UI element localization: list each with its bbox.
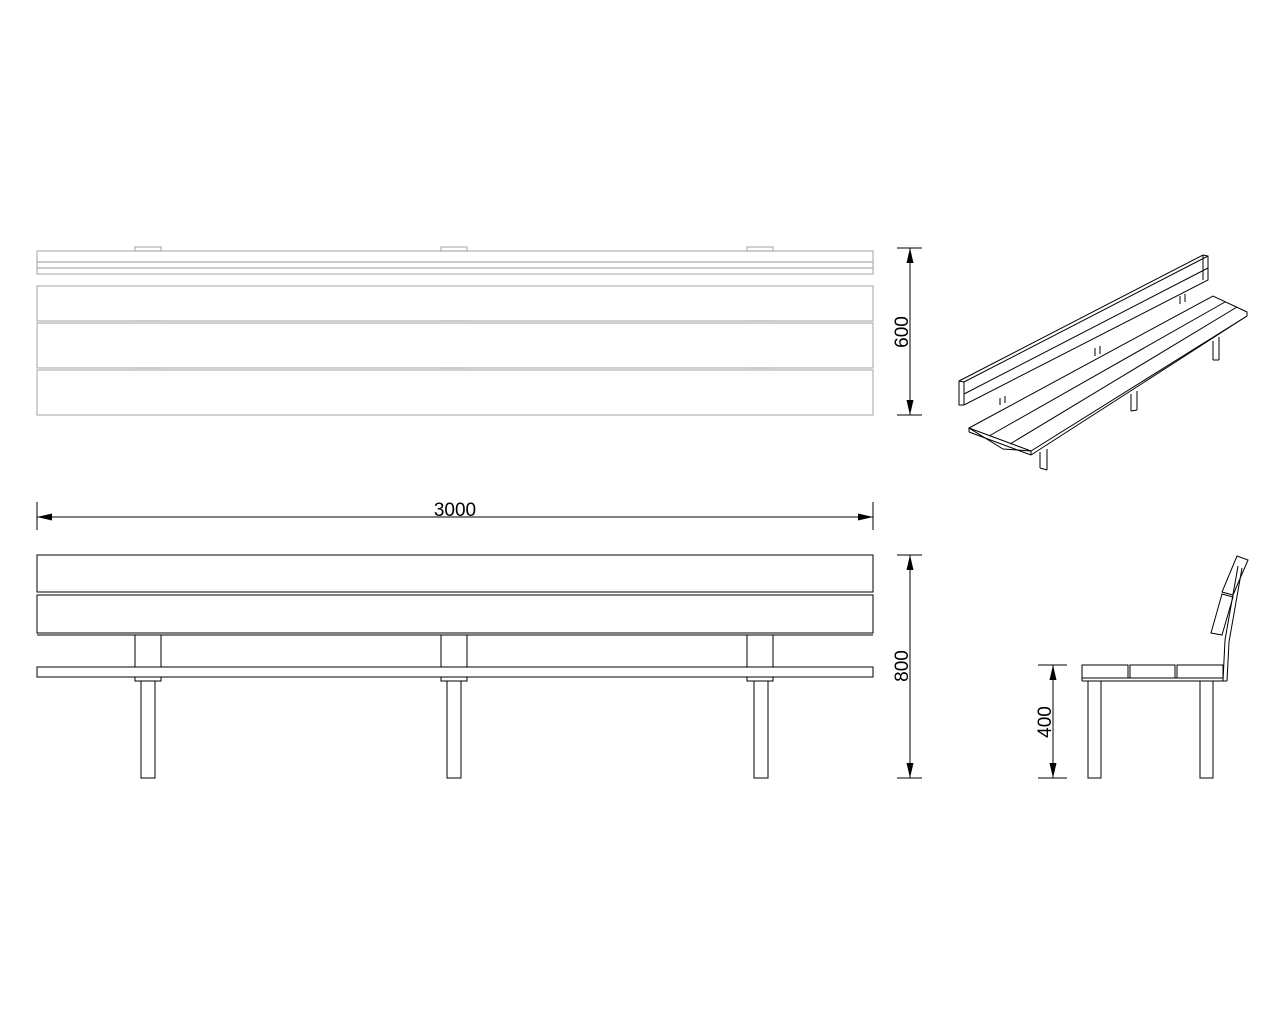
side-seat-slat: [1129, 664, 1176, 679]
side-leg: [1087, 680, 1102, 779]
dimension-overall-height: 800: [892, 554, 922, 779]
dim-arrow: [858, 513, 873, 521]
iso-leg-foot: [1130, 409, 1138, 412]
front-leg: [753, 680, 769, 779]
iso-seat-slat-line: [988, 301, 1226, 437]
dim-arrow: [37, 513, 52, 521]
front-leg: [140, 680, 156, 779]
dim-arrow: [1049, 665, 1057, 680]
dimension-depth: 600: [892, 247, 922, 416]
side-back-support: [1226, 567, 1243, 682]
dim-arrow: [906, 248, 914, 263]
plan-backrest-strip: [36, 250, 874, 275]
plan-post-tab: [440, 246, 468, 252]
dim-text-depth: 600: [892, 316, 913, 348]
side-backrest-board: [1221, 555, 1249, 596]
side-backrest-board: [1210, 593, 1234, 636]
side-leg: [1199, 680, 1214, 779]
iso-seat-front: [968, 427, 1032, 452]
front-leg-cap: [134, 676, 162, 682]
dim-text-seat-height: 400: [1035, 706, 1056, 738]
side-seat-slat: [1081, 664, 1129, 679]
iso-backrest-edge: [958, 380, 965, 383]
front-backrest-board: [36, 554, 874, 593]
dimension-length: 3000: [36, 500, 874, 530]
dim-text-overall-height: 800: [892, 650, 913, 682]
dim-arrow: [906, 763, 914, 778]
front-backrest-board: [36, 594, 874, 634]
front-post: [134, 634, 162, 668]
plan-seat-slat: [36, 322, 874, 369]
side-back-support: [1222, 565, 1239, 682]
front-leg-cap: [746, 676, 774, 682]
front-elevation: [36, 554, 874, 779]
dim-arrow: [1049, 763, 1057, 778]
iso-leg-foot: [1039, 467, 1048, 471]
plan-view: [36, 246, 874, 416]
iso-seat-slat-line: [1009, 306, 1238, 445]
plan-seat-slat: [36, 285, 874, 322]
front-seat: [36, 666, 874, 678]
plan-seat-slat: [36, 369, 874, 416]
front-leg-cap: [440, 676, 468, 682]
front-leg: [446, 680, 462, 779]
iso-seat-edge: [1030, 315, 1248, 456]
dimension-seat-height: 400: [1035, 664, 1067, 779]
plan-post-tab: [746, 246, 774, 252]
side-elevation: [1081, 555, 1249, 779]
dim-arrow: [906, 400, 914, 415]
dim-text-length: 3000: [434, 500, 476, 521]
front-post: [746, 634, 774, 668]
dim-arrow: [906, 555, 914, 570]
iso-backrest-divider: [963, 267, 1209, 395]
side-seat-slat: [1176, 664, 1224, 679]
iso-seat-edge: [968, 431, 1032, 456]
plan-post-tab: [134, 246, 162, 252]
isometric-view: [958, 254, 1248, 471]
iso-backrest-edge: [963, 255, 1209, 383]
front-post: [440, 634, 468, 668]
